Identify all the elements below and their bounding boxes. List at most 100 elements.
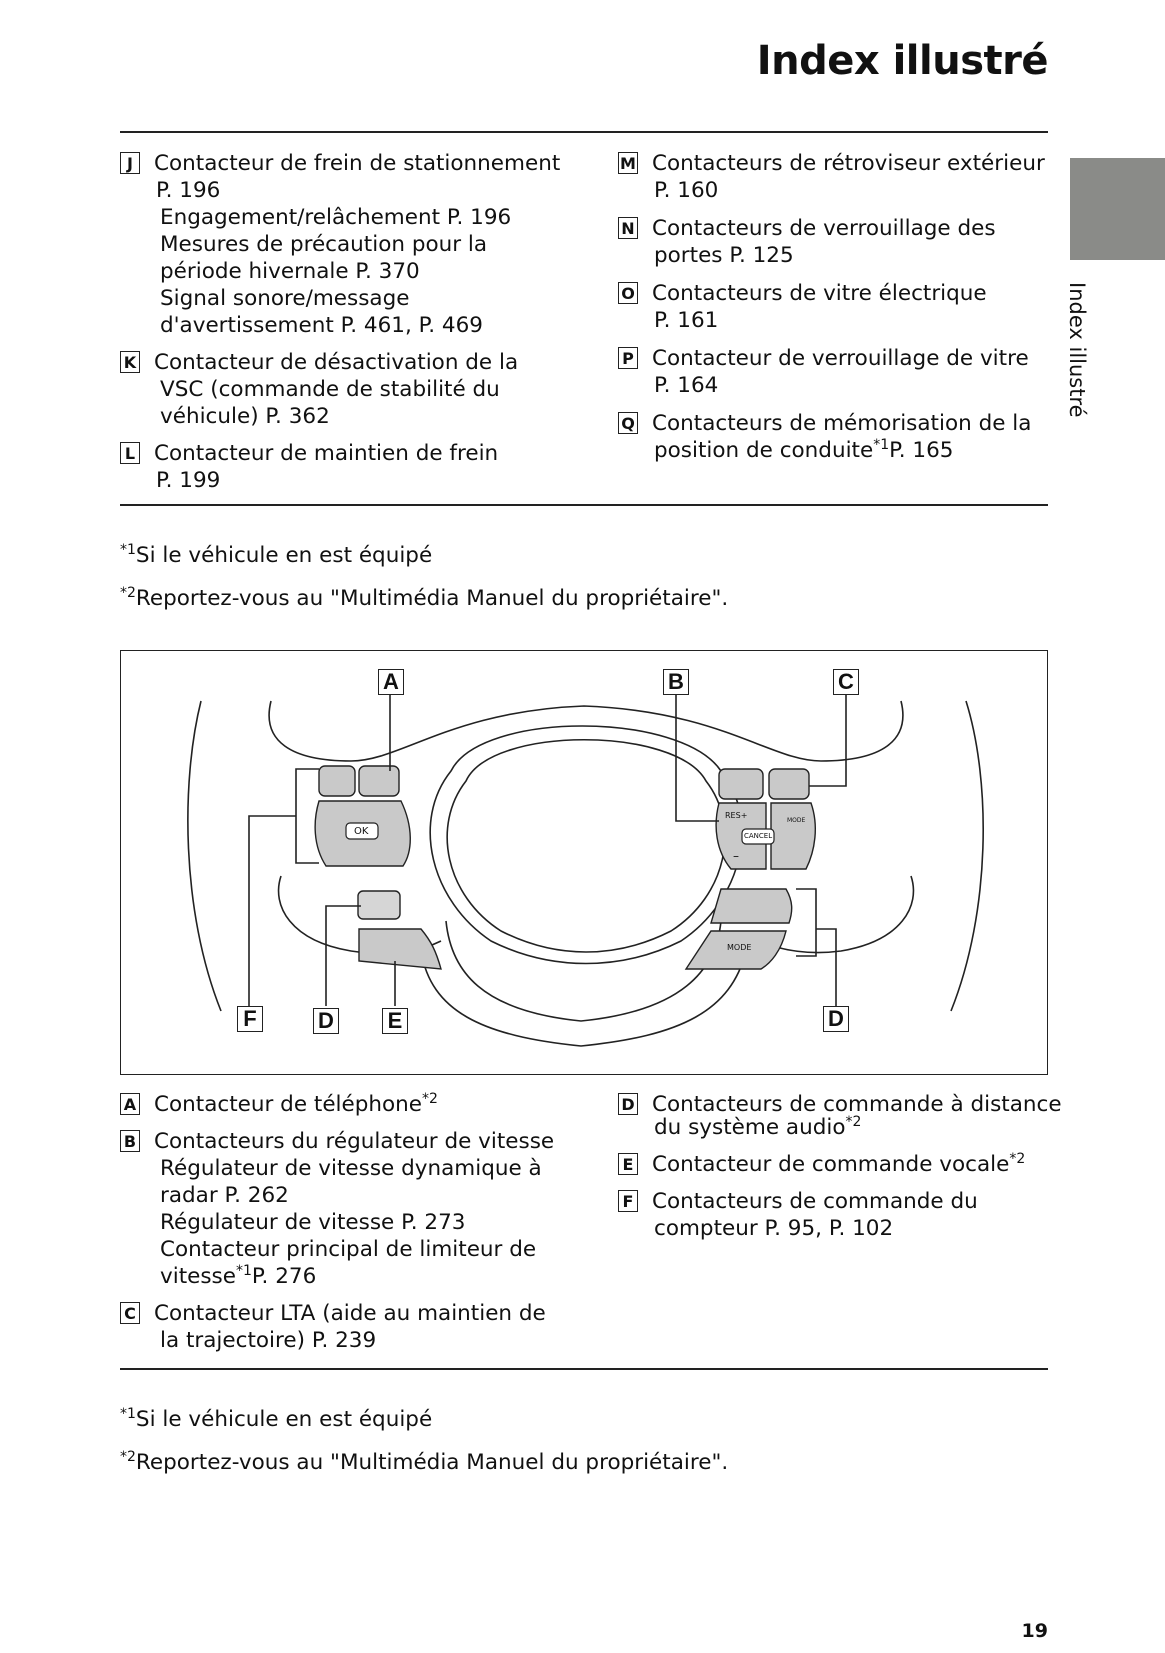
key-badge: Q: [618, 412, 638, 434]
entry-text: Contacteur de frein de stationnement: [154, 151, 561, 176]
bottom-right-entries: D Contacteurs de commande à distance du s…: [618, 1091, 1062, 1252]
key-badge: C: [120, 1302, 140, 1324]
mode-label: MODE: [727, 943, 752, 952]
ok-button-label: OK: [354, 826, 369, 837]
entry-text: Contacteurs de commande à distance: [652, 1092, 1062, 1117]
footnote-2: *2Reportez-vous au "Multimédia Manuel du…: [120, 586, 728, 611]
res-label: RES+: [725, 811, 748, 820]
footnote-ref: *2: [422, 1090, 438, 1107]
steering-wheel-illustration: [187, 695, 985, 1047]
footnote-text: Reportez-vous au "Multimédia Manuel du p…: [135, 1450, 729, 1475]
side-tab-label: Index illustré: [1065, 282, 1089, 418]
entry-text: compteur P. 95, P. 102: [654, 1216, 894, 1241]
entry-text: du système audio: [654, 1115, 846, 1140]
entry-text: P. 196: [156, 178, 221, 203]
minus-label: –: [733, 849, 739, 863]
entry-text: radar P. 262: [160, 1183, 289, 1208]
footnote-ref: *2: [1009, 1150, 1026, 1167]
section-divider: [120, 504, 1048, 506]
entry-o: O Contacteurs de vitre électrique P. 161: [618, 280, 1045, 334]
key-badge: F: [618, 1190, 638, 1212]
key-badge: J: [120, 152, 140, 174]
footnote-2: *2Reportez-vous au "Multimédia Manuel du…: [120, 1450, 728, 1475]
callout-e: E: [382, 1008, 408, 1034]
footnote-text: Si le véhicule en est équipé: [135, 1407, 433, 1432]
entry-text: P. 164: [654, 373, 719, 398]
entry-text: Mesures de précaution pour la: [160, 232, 488, 257]
entry-text: portes P. 125: [654, 243, 794, 268]
entry-text: P. 165: [889, 438, 954, 463]
header-divider: [120, 131, 1048, 133]
mode-label-small: MODE: [787, 817, 806, 824]
callout-b: B: [663, 669, 689, 695]
callout-a: A: [378, 669, 404, 695]
key-badge: O: [618, 282, 638, 304]
steering-wheel-diagram: OK RES+ CANCEL – MODE MODE A B C F D E D: [120, 650, 1048, 1075]
entry-text: Contacteur de désactivation de la: [154, 350, 519, 375]
callout-d: D: [313, 1008, 339, 1034]
footnote-mark: *2: [120, 1448, 136, 1465]
entry-f: F Contacteurs de commande du compteur P. …: [618, 1188, 1062, 1242]
entry-text: P. 199: [156, 468, 221, 493]
callout-c: C: [833, 669, 859, 695]
entry-text: position de conduite: [654, 438, 874, 463]
entry-c: C Contacteur LTA (aide au maintien de la …: [120, 1300, 554, 1354]
entry-text: P. 161: [654, 308, 719, 333]
entry-j: J Contacteur de frein de stationnement P.…: [120, 150, 560, 339]
top-left-entries: J Contacteur de frein de stationnement P.…: [120, 150, 560, 504]
footnote-mark: *1: [120, 1405, 136, 1422]
entry-text: Contacteurs de vitre électrique: [652, 281, 987, 306]
entry-d: D Contacteurs de commande à distance du s…: [618, 1091, 1062, 1141]
footnote-text: Reportez-vous au "Multimédia Manuel du p…: [135, 586, 729, 611]
footnote-1: *1Si le véhicule en est équipé: [120, 1407, 432, 1432]
key-badge: P: [618, 347, 638, 369]
entry-text: Contacteur de commande vocale: [652, 1152, 1010, 1177]
key-badge: N: [618, 217, 638, 239]
page-title: Index illustré: [756, 38, 1049, 84]
footnote-text: Si le véhicule en est équipé: [135, 543, 433, 568]
top-right-entries: M Contacteurs de rétroviseur extérieur P.…: [618, 150, 1045, 474]
section-divider: [120, 1368, 1048, 1370]
entry-text: Contacteurs de commande du: [652, 1189, 978, 1214]
key-badge: D: [618, 1093, 638, 1115]
key-badge: L: [120, 442, 140, 464]
entry-a: A Contacteur de téléphone*2: [120, 1091, 554, 1118]
entry-text: Contacteur de maintien de frein: [154, 441, 499, 466]
entry-text: Régulateur de vitesse P. 273: [160, 1210, 466, 1235]
entry-l: L Contacteur de maintien de frein P. 199: [120, 440, 560, 494]
entry-text: la trajectoire) P. 239: [160, 1328, 377, 1353]
footnote-ref: *1: [873, 436, 890, 453]
entry-text: Contacteur LTA (aide au maintien de: [154, 1301, 546, 1326]
footnote-1: *1Si le véhicule en est équipé: [120, 543, 432, 568]
key-badge: M: [618, 152, 638, 174]
footnote-ref: *1: [236, 1262, 252, 1279]
key-badge: A: [120, 1093, 140, 1115]
entry-text: Contacteur de téléphone: [154, 1092, 423, 1117]
entry-text: Contacteurs du régulateur de vitesse: [154, 1129, 555, 1154]
entry-text: Contacteurs de mémorisation de la: [652, 411, 1032, 436]
page-number: 19: [1021, 1620, 1048, 1642]
entry-text: d'avertissement P. 461, P. 469: [160, 313, 483, 338]
entry-text: Contacteurs de rétroviseur extérieur: [652, 151, 1045, 176]
entry-text: P. 160: [654, 178, 719, 203]
entry-text: Engagement/relâchement P. 196: [160, 205, 512, 230]
entry-m: M Contacteurs de rétroviseur extérieur P.…: [618, 150, 1045, 204]
cancel-label: CANCEL: [744, 832, 773, 840]
entry-text: vitesse: [160, 1264, 236, 1289]
entry-p: P Contacteur de verrouillage de vitre P. …: [618, 345, 1045, 399]
entry-text: Contacteur de verrouillage de vitre: [652, 346, 1029, 371]
footnote-ref: *2: [845, 1113, 862, 1130]
callout-f: F: [237, 1006, 263, 1032]
section-tab: [1070, 158, 1165, 260]
entry-text: VSC (commande de stabilité du: [160, 377, 500, 402]
entry-q: Q Contacteurs de mémorisation de la posit…: [618, 410, 1045, 464]
callout-d-right: D: [823, 1006, 849, 1032]
footnote-mark: *2: [120, 584, 136, 601]
entry-text: véhicule) P. 362: [160, 404, 330, 429]
entry-text: Signal sonore/message: [160, 286, 410, 311]
key-badge: E: [618, 1153, 638, 1175]
